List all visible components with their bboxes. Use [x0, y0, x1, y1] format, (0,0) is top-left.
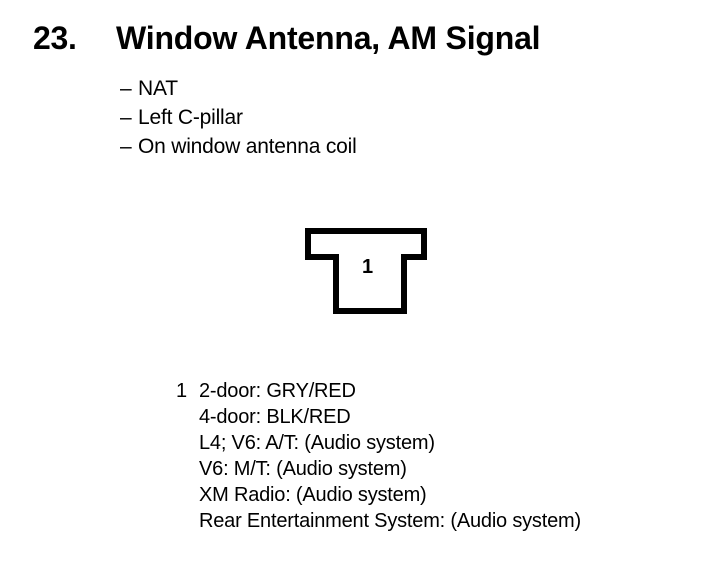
dash-icon: –	[120, 135, 132, 158]
legend-line: V6: M/T: (Audio system)	[199, 458, 407, 480]
legend-entry: 1 2-door: GRY/RED 4-door: BLK/RED L4; V6…	[176, 378, 696, 534]
item-number: 23.	[33, 20, 77, 56]
subtitle-item-label: NAT	[138, 77, 178, 100]
legend-line: 4-door: BLK/RED	[199, 406, 351, 428]
subtitle-list: –NAT –Left C-pillar –On window antenna c…	[120, 74, 357, 161]
legend-line-group: 2-door: GRY/RED 4-door: BLK/RED L4; V6: …	[199, 378, 696, 534]
dash-icon: –	[120, 77, 132, 100]
legend-line: L4; V6: A/T: (Audio system)	[199, 432, 435, 454]
subtitle-item-label: Left C-pillar	[138, 106, 243, 129]
legend-block: 1 2-door: GRY/RED 4-door: BLK/RED L4; V6…	[176, 378, 696, 534]
legend-line: 2-door: GRY/RED	[199, 380, 356, 402]
legend-line: XM Radio: (Audio system)	[199, 484, 427, 506]
subtitle-item-component: –On window antenna coil	[120, 132, 357, 161]
page-title-text: Window Antenna, AM Signal	[116, 20, 541, 56]
subtitle-item-location: –Left C-pillar	[120, 103, 357, 132]
connector-symbol: 1	[302, 225, 430, 317]
connector-pin-number: 1	[361, 256, 374, 278]
subtitle-item-label: On window antenna coil	[138, 135, 357, 158]
subtitle-item-nat: –NAT	[120, 74, 357, 103]
page-title: 23. Window Antenna, AM Signal	[33, 20, 541, 56]
legend-line: Rear Entertainment System: (Audio system…	[199, 510, 581, 532]
dash-icon: –	[120, 106, 132, 129]
t-shaped-connector-outline-icon	[305, 228, 427, 314]
legend-pin-marker: 1	[176, 380, 188, 402]
